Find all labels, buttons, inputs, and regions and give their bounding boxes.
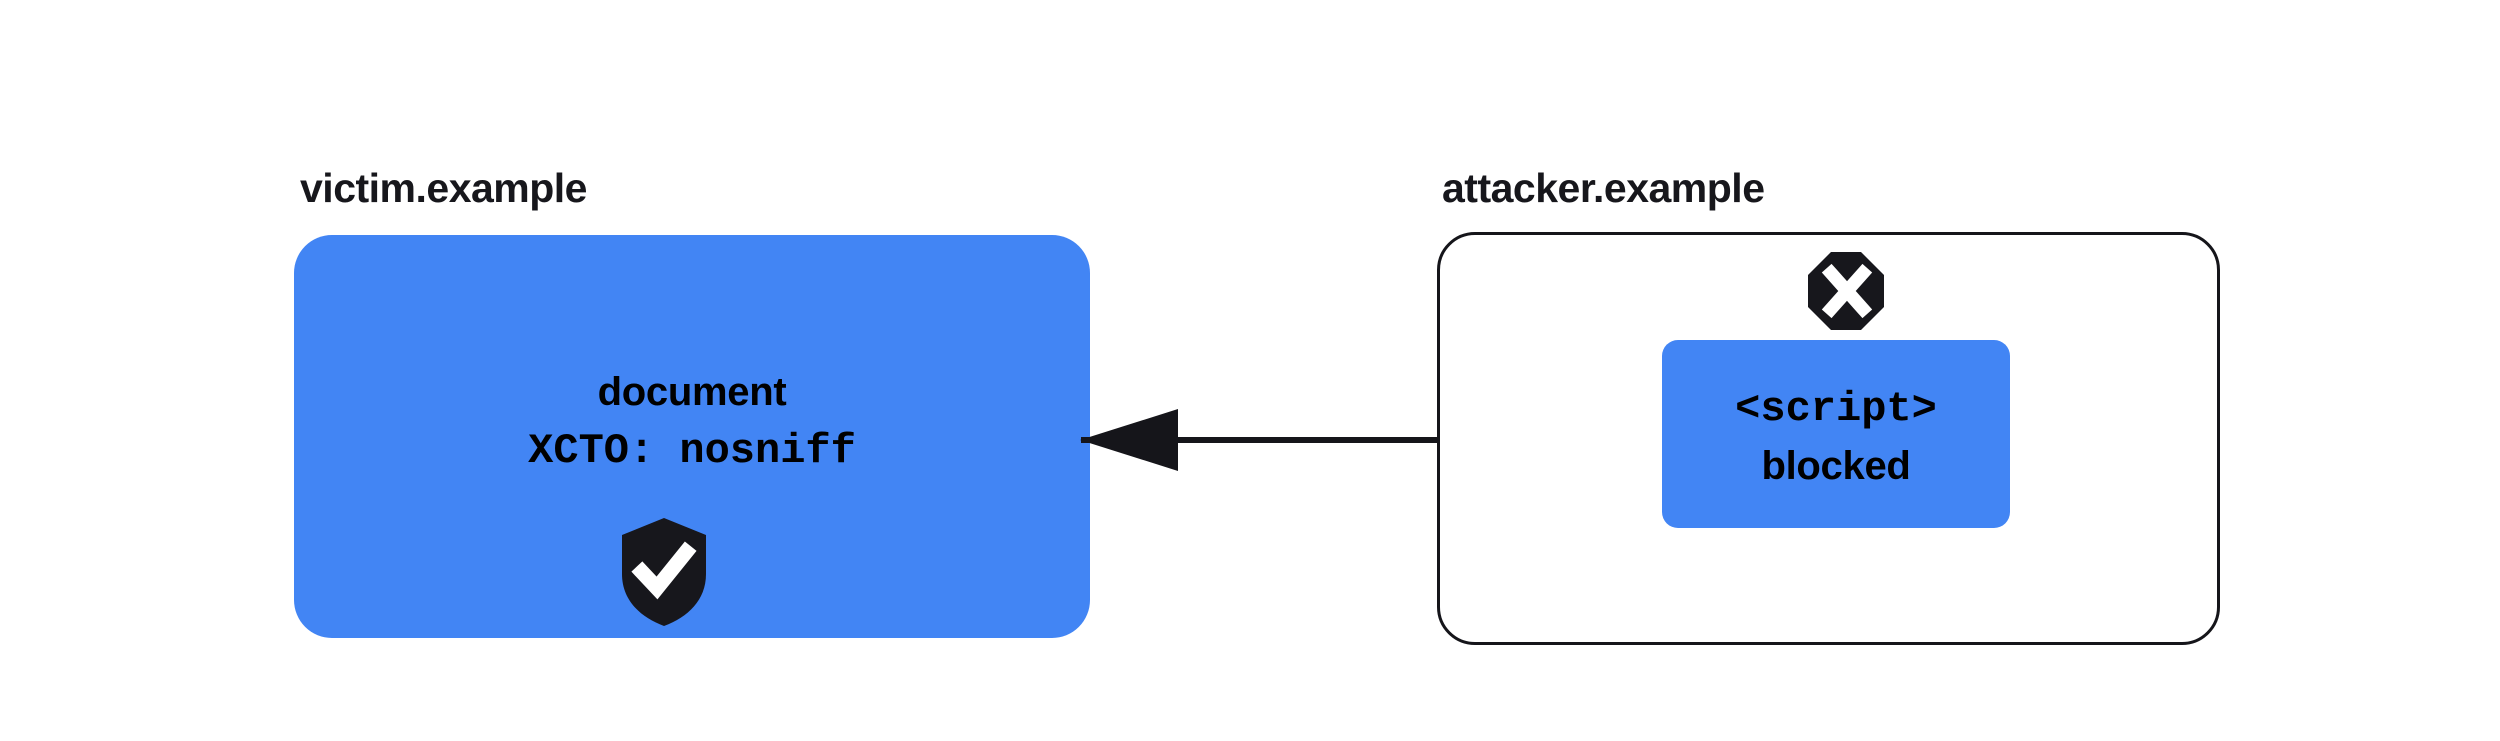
attacker-origin-label: attacker.example [1442, 165, 1765, 211]
victim-origin-panel [294, 235, 1090, 638]
script-content-text: <script> blocked [1662, 388, 2010, 486]
victim-content-text: document XCTO: nosniff [294, 372, 1090, 472]
xcto-header-label: XCTO: nosniff [528, 427, 856, 475]
octagon-x-icon [1808, 252, 1884, 330]
shield-check-icon [622, 518, 706, 626]
script-tag-label: <script> [1735, 385, 1937, 433]
blocked-status-label: blocked [1761, 444, 1911, 488]
victim-origin-label: victim.example [300, 165, 588, 211]
script-resource-chip [1662, 340, 2010, 528]
document-label: document [597, 370, 787, 414]
